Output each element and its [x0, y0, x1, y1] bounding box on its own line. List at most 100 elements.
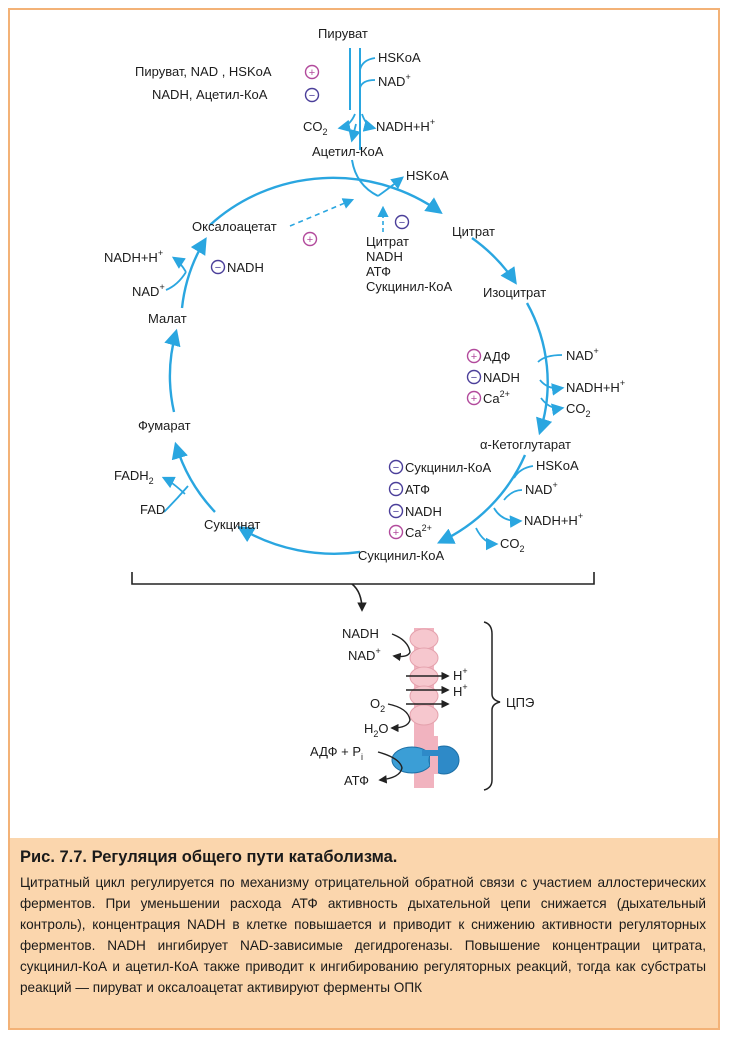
akgdh-minus-sign-nadh: −	[388, 503, 404, 519]
akgdh-inhibitor-atp: АТФ	[405, 482, 430, 497]
svg-text:−: −	[471, 372, 477, 384]
succinate-label: Сукцинат	[204, 517, 260, 532]
cycle-arc-fumarate-malate	[164, 328, 181, 413]
mdh-nadh-out	[171, 256, 187, 273]
svg-text:−: −	[399, 217, 405, 229]
idh-plus-sign-ca: +	[466, 390, 482, 406]
akgdh-minus-sign-atp: −	[388, 481, 404, 497]
nad-label-1: NAD+	[378, 72, 411, 89]
akgdh-inhibitor-succinylcoa: Сукцинил-КоА	[405, 460, 491, 475]
akgdh-nadh-out	[493, 507, 523, 528]
electron-transport-chain	[377, 621, 501, 791]
mdh-minus-sign: −	[210, 259, 226, 275]
etc-nadh-label: NADH	[342, 626, 379, 641]
proton-label-2: H+	[453, 682, 468, 699]
mdh-nad-in	[165, 271, 187, 291]
hskoa-in-arrow	[359, 57, 376, 71]
svg-text:−: −	[309, 90, 315, 102]
cs-inhibitor-atp: АТФ	[366, 264, 391, 279]
cs-plus-sign: +	[302, 231, 318, 247]
svg-text:+: +	[471, 351, 477, 363]
fadh2-label: FADH2	[114, 468, 154, 486]
idh-inhibitor-nadh: NADH	[483, 370, 520, 385]
acetylcoa-arrow	[348, 123, 361, 143]
complex-1	[409, 628, 439, 650]
nadh-h-label-3: NADH+H+	[524, 511, 583, 528]
nad-label-2: NAD+	[566, 346, 599, 363]
idh-nadh-out	[539, 379, 565, 396]
fumarate-label: Фумарат	[138, 418, 191, 433]
idh-nad-in	[537, 354, 563, 363]
co2-out-arrow	[337, 113, 356, 133]
svg-text:+: +	[471, 393, 477, 405]
svg-text:−: −	[393, 484, 399, 496]
succinyl-coa-label: Сукцинил-КоА	[358, 548, 444, 563]
mdh-inhibitor-nadh: NADH	[227, 260, 264, 275]
akgdh-hskoa-in	[513, 465, 534, 479]
fad-label: FAD	[140, 502, 165, 517]
tca-regulation-diagram: Пируват HSKoA NAD+ Пируват, NAD , HSKoA …	[104, 26, 625, 791]
pdh-inhibitors-label: NADH, Ацетил-КоА	[152, 87, 268, 102]
oxygen-label: O2	[370, 696, 385, 714]
sdh-fadh2-out	[161, 476, 186, 495]
cs-inhibitor-succinylcoa: Сукцинил-КоА	[366, 279, 452, 294]
akgdh-activator-ca: Ca2+	[405, 523, 432, 540]
oxaloacetate-label: Оксалоацетат	[192, 219, 277, 234]
nadh-h-label-2: NADH+H+	[566, 378, 625, 395]
idh-activator-adp: АДФ	[483, 349, 511, 364]
figure-caption: Рис. 7.7. Регуляция общего пути катаболи…	[10, 838, 718, 1028]
complex-5	[409, 704, 439, 726]
idh-minus-sign-nadh: −	[466, 369, 482, 385]
nadh-oxidation-arrow	[391, 633, 411, 662]
acetyl-coa-label: Ацетил-КоА	[312, 144, 384, 159]
pdh-plus-sign: +	[304, 64, 320, 80]
hskoa-label-3: HSKoA	[536, 458, 579, 473]
caption-title: Рис. 7.7. Регуляция общего пути катаболи…	[20, 848, 398, 866]
alpha-ketoglutarate-label: α-Кетоглутарат	[480, 437, 571, 452]
citrate-label: Цитрат	[452, 224, 495, 239]
sdh-fad-in	[163, 485, 189, 513]
hskoa-out-arrow	[377, 176, 404, 197]
co2-label-3: CO2	[500, 536, 525, 554]
akgdh-co2-out	[475, 527, 499, 551]
cs-minus-sign: −	[394, 214, 410, 230]
cycle-arc-malate-oxaloacetate	[180, 237, 207, 309]
nad-label-3: NAD+	[525, 480, 558, 497]
etc-label: ЦПЭ	[506, 695, 534, 710]
hskoa-label-1: HSKoA	[378, 50, 421, 65]
cs-inhibitor-citrate: Цитрат	[366, 234, 409, 249]
oxaloacetate-activation-dashed-arrow	[289, 198, 355, 227]
adp-pi-label: АДФ + Pi	[310, 744, 363, 762]
pdh-minus-sign: −	[304, 87, 320, 103]
pyruvate-dehydrogenase-step	[337, 48, 377, 150]
idh-activator-ca: Ca2+	[483, 389, 510, 406]
cycle-arc-isocitrate-akg	[525, 302, 553, 436]
complex-3	[409, 666, 439, 688]
cs-inhibitor-nadh: NADH	[366, 249, 403, 264]
isocitrate-label: Изоцитрат	[483, 285, 546, 300]
cycle-arc-oxaloacetate-citrate	[209, 176, 443, 226]
pdh-activators-label: Пируват, NAD , HSKoA	[135, 64, 272, 79]
svg-text:+: +	[309, 67, 315, 79]
oxygen-reduction-arrow	[387, 703, 411, 733]
svg-text:−: −	[393, 462, 399, 474]
nadh-h-label-4: NADH+H+	[104, 248, 163, 265]
water-label: H2O	[364, 721, 389, 739]
etc-nad-label: NAD+	[348, 646, 381, 663]
cycle-arc-akg-succinylcoa	[436, 454, 527, 544]
atp-label: АТФ	[344, 773, 369, 788]
akgdh-plus-sign-ca: +	[388, 524, 404, 540]
nadh-out-arrow	[361, 113, 377, 132]
cycle-arc-succinate-fumarate	[171, 441, 216, 513]
pyruvate-label: Пируват	[318, 26, 368, 41]
complex-4	[409, 685, 439, 707]
nadh-h-label-1: NADH+H+	[376, 117, 435, 134]
idh-co2-out	[540, 397, 565, 416]
nad-label-4: NAD+	[132, 282, 165, 299]
svg-text:−: −	[215, 262, 221, 274]
svg-text:+: +	[393, 527, 399, 539]
cycle-arc-succinylcoa-succinate	[237, 526, 361, 555]
akgdh-nad-in	[503, 489, 523, 501]
akgdh-minus-sign-succinylcoa: −	[388, 459, 404, 475]
cycle-arc-citrate-isocitrate	[471, 237, 517, 285]
